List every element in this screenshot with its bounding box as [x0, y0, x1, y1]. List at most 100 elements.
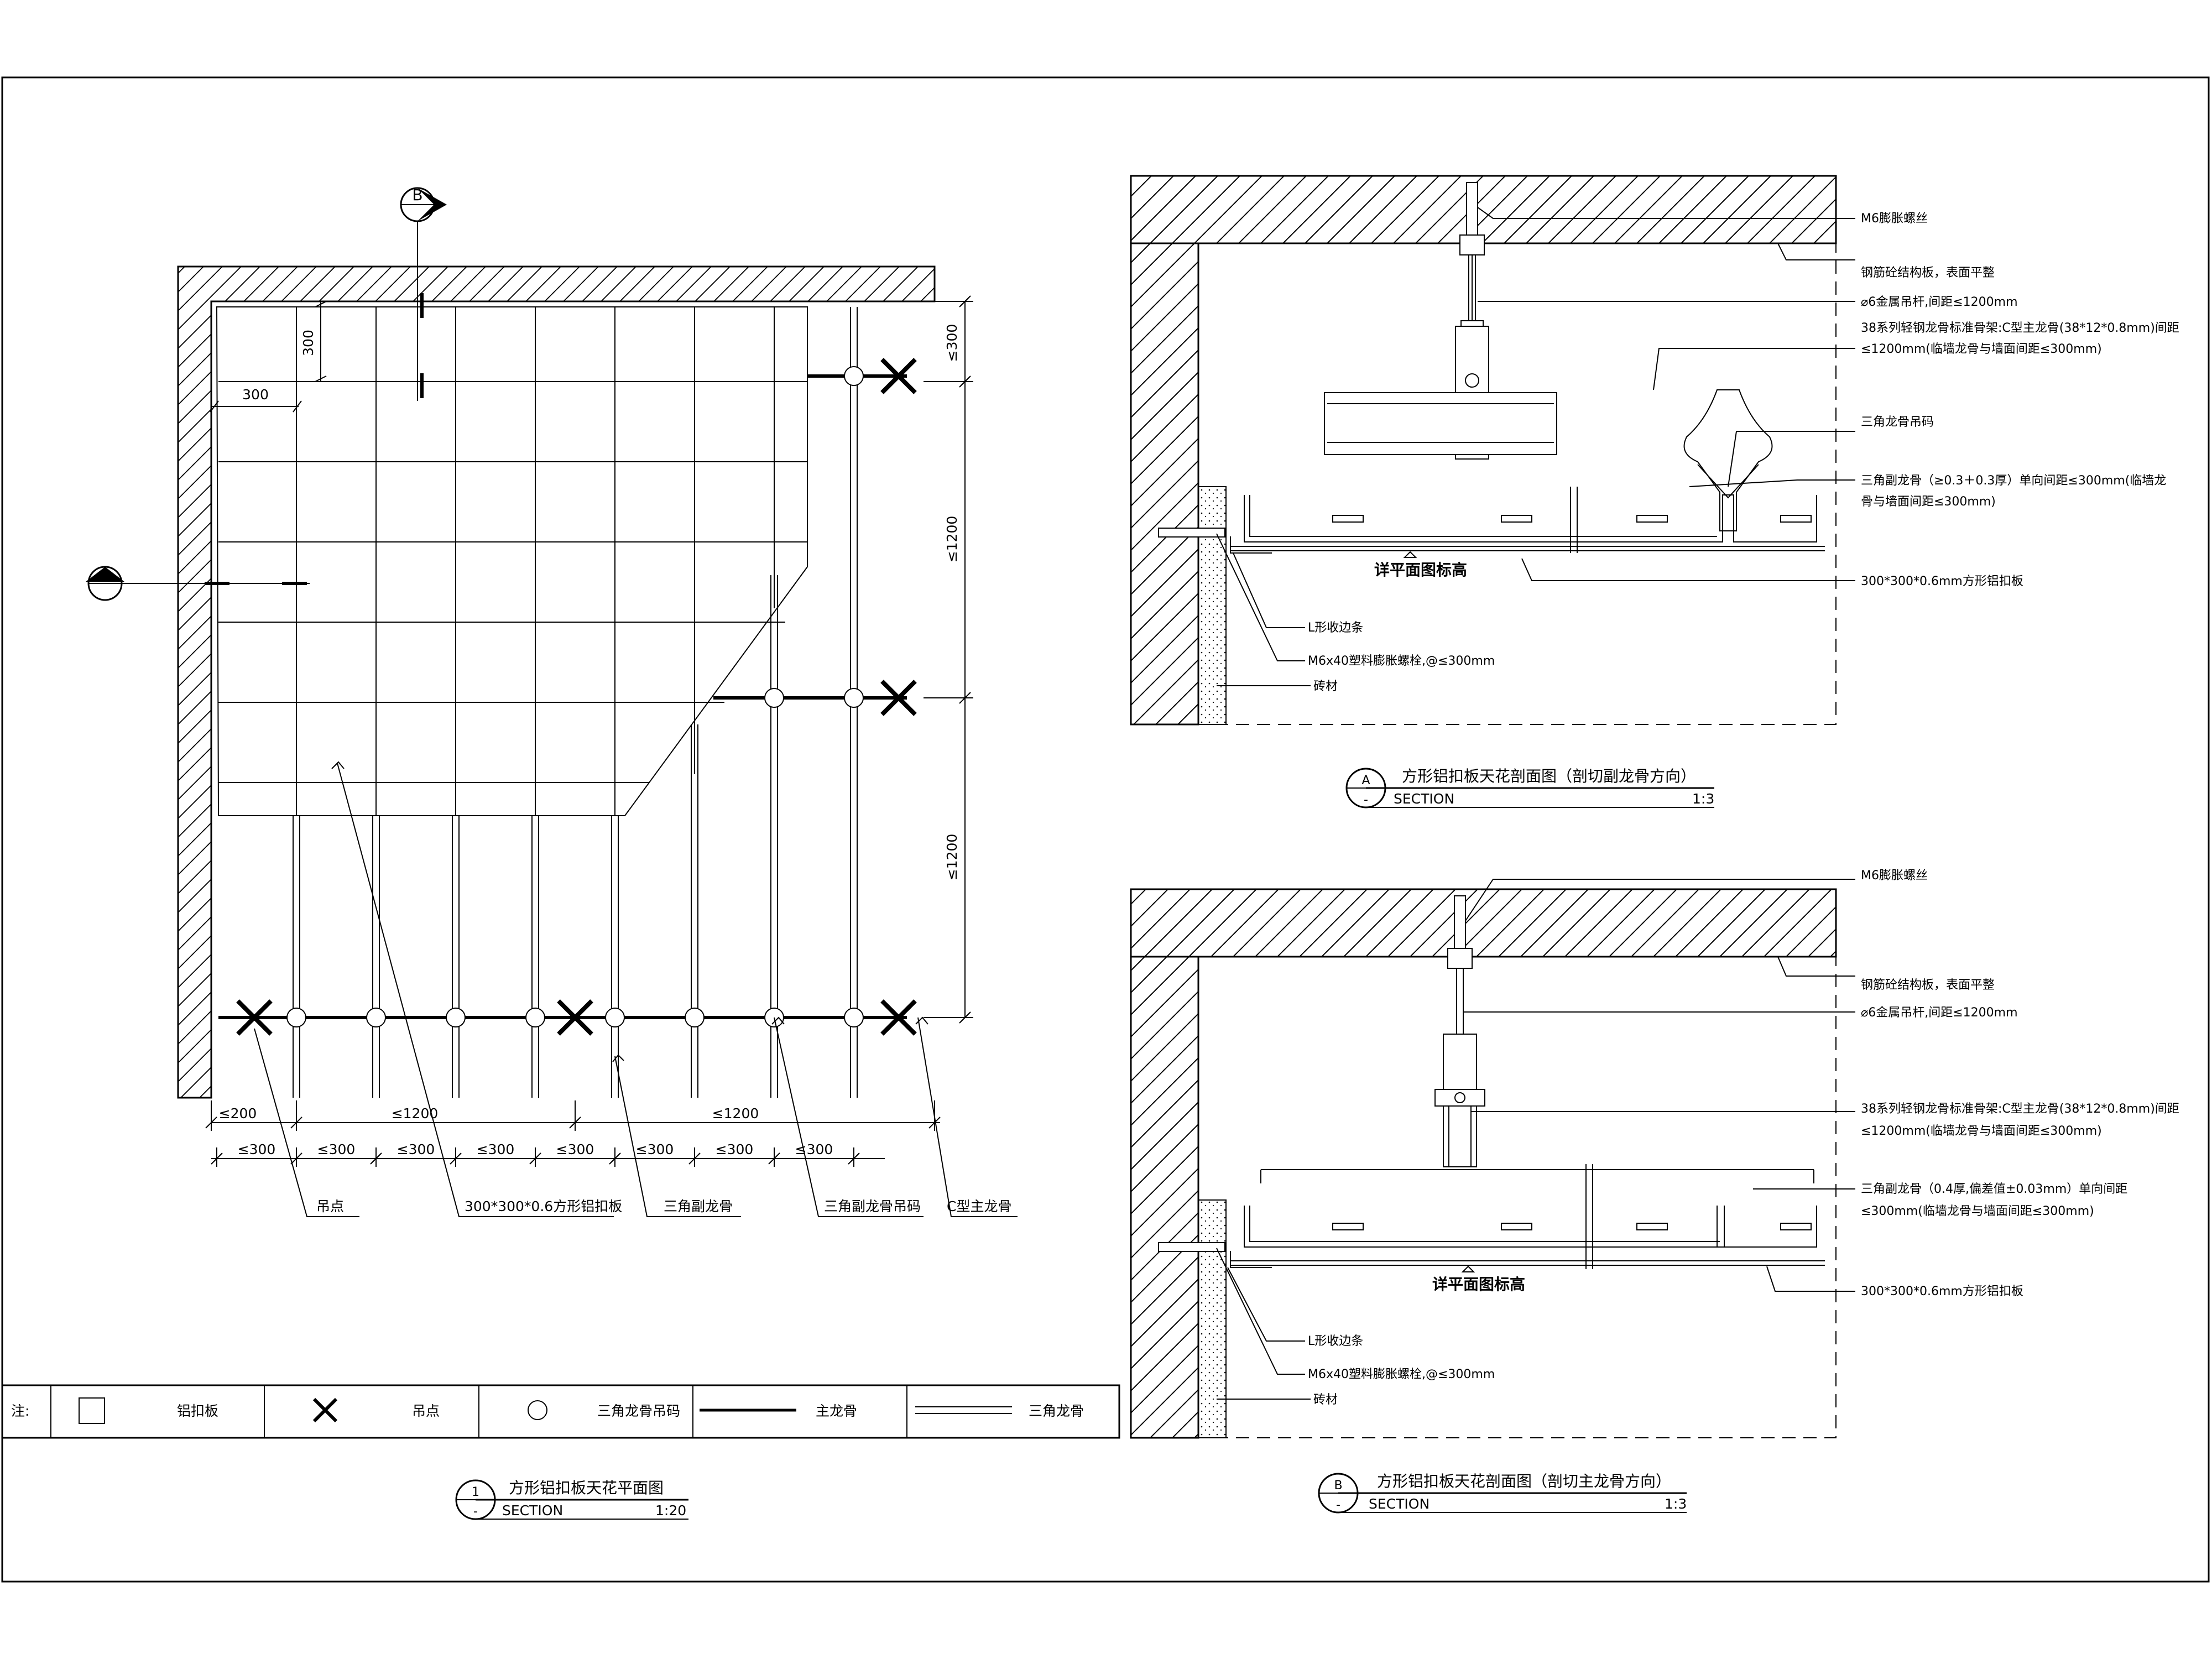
secA-elev: 详平面图标高	[1374, 561, 1467, 579]
plan-leaders	[254, 761, 1018, 1217]
dim-b300-8: ≤300	[795, 1141, 833, 1157]
secA-slab: 钢筋砼结构板，表面平整	[1861, 266, 1995, 280]
section-a-brick	[1198, 486, 1227, 725]
secA-brick: 砖材	[1313, 680, 1338, 693]
marker-a-letter: A	[100, 566, 110, 585]
secB-rod: ⌀6金属吊杆,间距≤1200mm	[1861, 1006, 2018, 1020]
secB-title-name: 方形铝扣板天花剖面图（剖切主龙骨方向）	[1377, 1472, 1671, 1490]
section-a-tri-keel	[1244, 487, 1817, 553]
dim-b1200b: ≤1200	[712, 1105, 759, 1121]
section-b-wall	[1130, 956, 1199, 1439]
secA-lstrip: L形收边条	[1308, 621, 1363, 635]
dim-b300-2: ≤300	[317, 1141, 356, 1157]
secA-tri1: 三角副龙骨（≥0.3＋0.3厚）单向间距≤300mm(临墙龙	[1861, 474, 2166, 488]
secA-title-dash: -	[1364, 793, 1368, 807]
secB-tri2: ≤300mm(临墙龙骨与墙面间距≤300mm)	[1861, 1204, 2094, 1218]
legend-panel-icon	[79, 1397, 105, 1424]
dim-mid-1200: ≤1200	[944, 516, 960, 563]
secA-title-section: SECTION	[1394, 791, 1454, 807]
dim-300-horizontal	[210, 400, 302, 413]
dim-b300-5: ≤300	[556, 1141, 594, 1157]
secA-title-num: A	[1361, 774, 1370, 787]
dim-b200: ≤200	[219, 1105, 257, 1121]
secB-c2: ≤1200mm(临墙龙骨与墙面间距≤300mm)	[1861, 1124, 2102, 1138]
secA-title-scale: 1:3	[1692, 791, 1714, 807]
secB-title-num: B	[1334, 1479, 1342, 1493]
legend-item-hanger: 吊点	[412, 1403, 440, 1419]
section-marker-a: A	[86, 566, 310, 601]
dim-bottom-row1	[205, 1100, 941, 1131]
ceiling-plan: B A 300 300	[86, 186, 1018, 1217]
secB-panel: 300*300*0.6mm方形铝扣板	[1861, 1285, 2023, 1298]
dim-low-1200: ≤1200	[944, 834, 960, 881]
dim-b300-6: ≤300	[636, 1141, 674, 1157]
secA-clip: 三角龙骨吊码	[1861, 415, 1934, 429]
section-marker-b: B	[400, 186, 447, 401]
hanger-points	[236, 358, 917, 1036]
plan-title-scale: 1:20	[655, 1503, 686, 1519]
plan-title-section: SECTION	[502, 1503, 563, 1519]
section-b-hanger	[1434, 895, 1485, 1167]
section-a-wall	[1130, 242, 1199, 726]
secB-anchor: M6x40塑料膨胀螺栓,@≤300mm	[1308, 1368, 1495, 1381]
marker-b-letter: B	[412, 186, 422, 204]
label-tri-clip: 三角副龙骨吊码	[824, 1198, 921, 1214]
plan-wall	[177, 265, 936, 1099]
legend-item-tri-keel: 三角龙骨	[1029, 1403, 1084, 1419]
label-panel: 300*300*0.6方形铝扣板	[465, 1198, 622, 1214]
dim-top-300: ≤300	[944, 324, 960, 362]
section-b: M6膨胀螺丝 钢筋砼结构板，表面平整 ⌀6金属吊杆,间距≤1200mm 38系列…	[1130, 869, 2179, 1514]
dim-b300-1: ≤300	[238, 1141, 276, 1157]
secA-rod: ⌀6金属吊杆,间距≤1200mm	[1861, 295, 2018, 309]
secA-c2: ≤1200mm(临墙龙骨与墙面间距≤300mm)	[1861, 342, 2102, 356]
label-tri-keel: 三角副龙骨	[664, 1198, 733, 1214]
plan-title-name: 方形铝扣板天花平面图	[509, 1479, 664, 1497]
legend-item-main-keel: 主龙骨	[816, 1403, 857, 1419]
dim-bottom-row2	[211, 1147, 885, 1167]
plan-title-block: 1 - 方形铝扣板天花平面图 SECTION 1:20	[455, 1479, 688, 1520]
secB-slab: 钢筋砼结构板，表面平整	[1861, 978, 1995, 992]
section-b-leaders	[1216, 879, 1855, 1400]
section-b-panel	[1158, 1242, 1825, 1268]
plan-title-dash: -	[473, 1505, 478, 1519]
section-b-c-keel	[1244, 1164, 1817, 1269]
dim-b300-3: ≤300	[397, 1141, 435, 1157]
section-a-slab	[1130, 175, 1837, 244]
legend-note: 注:	[11, 1403, 29, 1419]
secB-lstrip: L形收边条	[1308, 1334, 1363, 1348]
secB-title-dash: -	[1336, 1498, 1340, 1512]
section-b-title-block: B - 方形铝扣板天花剖面图（剖切主龙骨方向） SECTION 1:3	[1318, 1472, 1687, 1514]
secB-c1: 38系列轻钢龙骨标准骨架:C型主龙骨(38*12*0.8mm)间距	[1861, 1102, 2179, 1116]
legend-item-panel: 铝扣板	[177, 1403, 218, 1419]
dim-300-v-text: 300	[300, 330, 316, 356]
section-a-title-block: A - 方形铝扣板天花剖面图（剖切副龙骨方向） SECTION 1:3	[1345, 767, 1714, 808]
secA-title-name: 方形铝扣板天花剖面图（剖切副龙骨方向）	[1402, 767, 1696, 785]
secB-tri1: 三角副龙骨（0.4厚,偏差值±0.03mm）单向间距	[1861, 1182, 2127, 1196]
section-b-slab	[1130, 888, 1837, 958]
dim-300-vertical	[315, 301, 327, 382]
plan-inner-edge	[216, 306, 808, 816]
secB-m6: M6膨胀螺丝	[1861, 869, 1928, 883]
dim-right	[924, 295, 973, 1024]
section-a-clip	[1683, 389, 1773, 531]
legend-clip-icon	[528, 1400, 547, 1420]
section-a: M6膨胀螺丝 钢筋砼结构板，表面平整 ⌀6金属吊杆,间距≤1200mm 38系列…	[1130, 175, 2179, 808]
dim-b300-7: ≤300	[716, 1141, 754, 1157]
section-b-brick	[1198, 1199, 1227, 1438]
dim-b300-4: ≤300	[477, 1141, 515, 1157]
section-a-hanger	[1324, 182, 1557, 460]
secB-title-scale: 1:3	[1665, 1496, 1687, 1512]
secA-tri2: 骨与墙面间距≤300mm)	[1861, 495, 1996, 509]
label-hanger: 吊点	[316, 1198, 344, 1214]
legend-hanger-icon	[312, 1397, 338, 1423]
secB-brick: 砖材	[1313, 1393, 1338, 1407]
legend-table: 注: 铝扣板 吊点 三角龙骨吊码 主龙骨 三角龙骨	[1, 1384, 1120, 1439]
label-c-keel: C型主龙骨	[947, 1198, 1011, 1214]
panel-grid	[218, 307, 807, 816]
dim-300-h-text: 300	[242, 387, 269, 403]
secA-m6: M6膨胀螺丝	[1861, 212, 1928, 226]
secA-panel: 300*300*0.6mm方形铝扣板	[1861, 575, 2023, 588]
secB-elev: 详平面图标高	[1432, 1275, 1525, 1293]
section-a-leaders	[1216, 207, 1855, 686]
